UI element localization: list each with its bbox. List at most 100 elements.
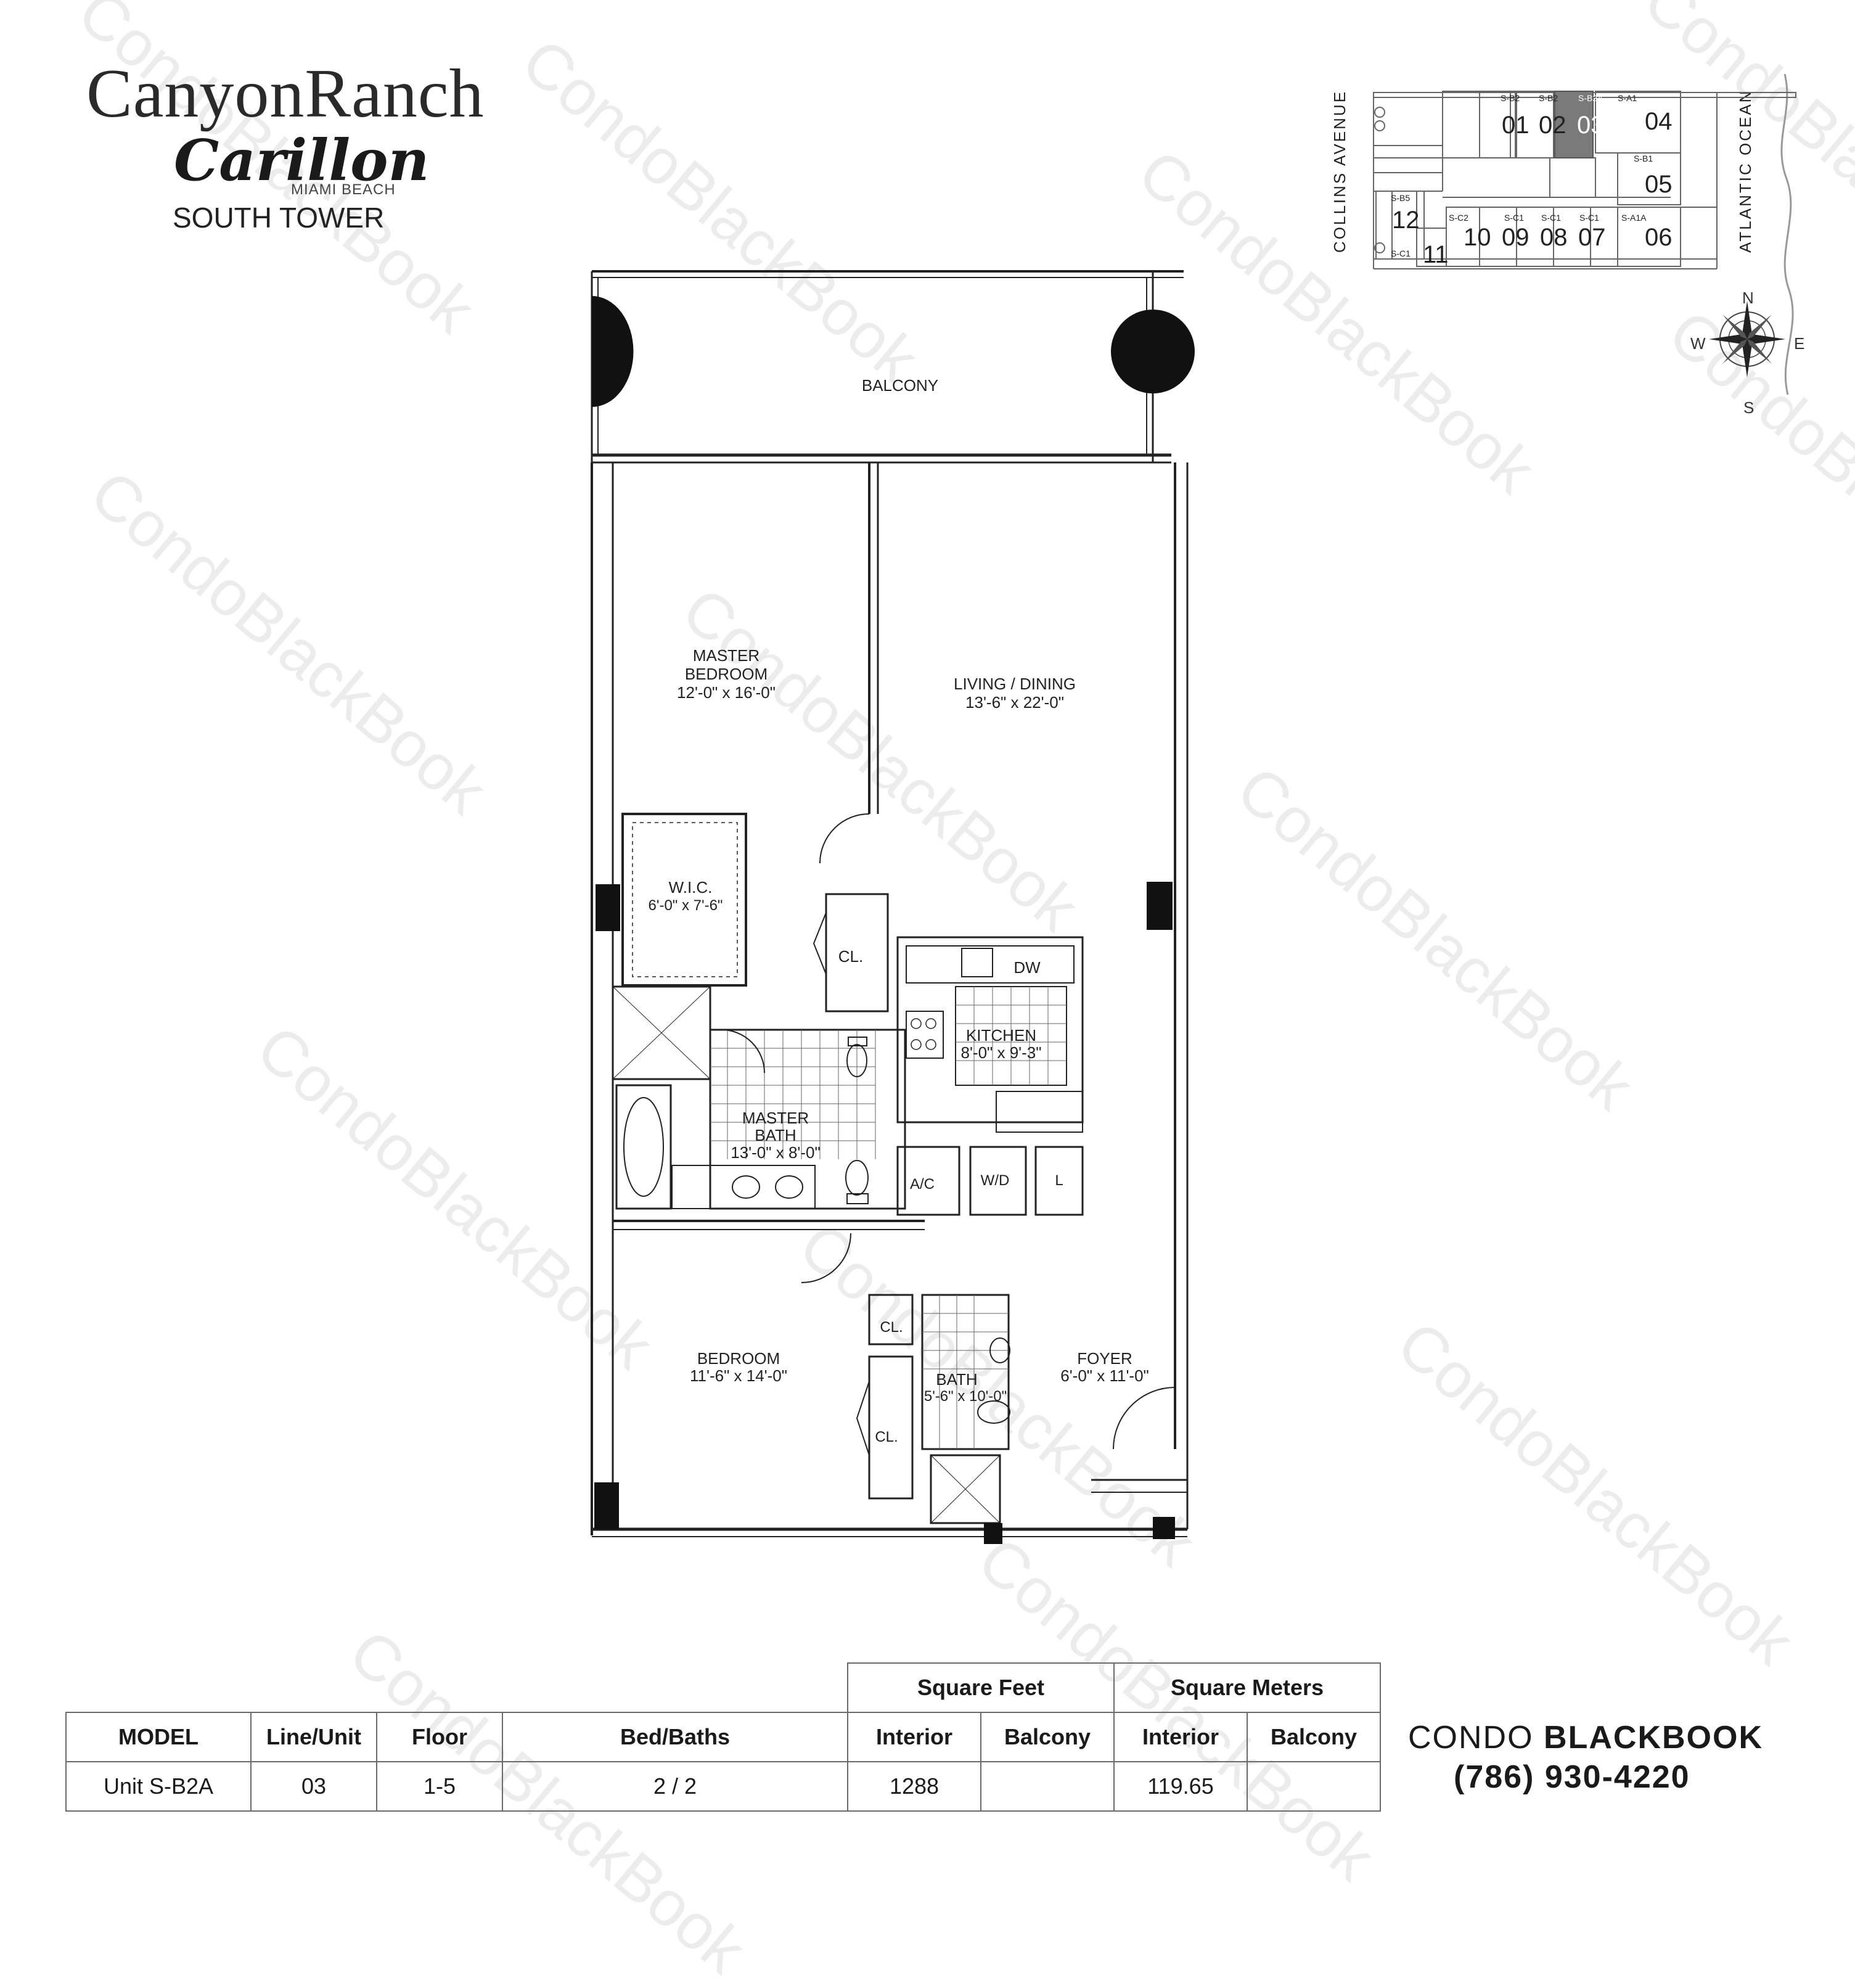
vanity [671,1165,816,1209]
unit-number: 03 [1577,112,1605,139]
room-dimensions: 6'-0" x 7'-6" [649,897,723,914]
room-label: CL. [838,947,863,966]
table-cell: 1-5 [376,1761,503,1812]
appliance-label: DW [1013,958,1041,977]
brand-location: MIAMI BEACH [291,181,396,198]
unit-number: 10 [1464,224,1491,251]
linen-closet [1034,1146,1084,1216]
kitchen-area [896,936,1084,1123]
key-plan: COLLINS AVENUE ATLANTIC OCEAN [1330,74,1804,417]
landmark-marker [1374,107,1385,118]
bath-2 [921,1294,1010,1450]
room-label: FOYER [1077,1349,1132,1368]
highlighted-unit [1554,91,1594,158]
room-label: KITCHEN [966,1026,1036,1045]
column-icon [594,1482,619,1529]
building-outline [1373,91,1796,269]
landmark-marker [1374,120,1385,131]
column-icon [592,296,634,407]
table-cell: 2 / 2 [502,1761,848,1812]
unit-code: S-B2A [1578,93,1603,103]
table-cell: Unit S-B2A [65,1761,252,1812]
unit-code: S-C2 [1449,213,1468,223]
closet-bedroom-a [868,1294,914,1345]
compass-east: E [1794,334,1804,353]
room-dimensions: 12'-0" x 16'-0" [677,683,776,702]
room-label: BALCONY [862,376,938,395]
room-label: CL. [880,1319,903,1336]
ocean-label: ATLANTIC OCEAN [1736,89,1755,253]
unit-number: 11 [1423,241,1449,268]
room-dimensions: 11'-6" x 14'-0" [690,1366,787,1385]
table-cell [1247,1761,1381,1812]
group-header-sqft: Square Feet [847,1662,1115,1713]
appliance-label: A/C [910,1176,935,1193]
unit-spec-table: Square Feet Square Meters MODEL Line/Uni… [65,1662,1381,1812]
closet-master [825,893,889,1012]
landmark-marker [1374,242,1385,253]
contact-brand-bold: BLACKBOOK [1544,1720,1763,1756]
unit-code: S-C1 [1579,213,1599,223]
room-dimensions: 6'-0" x 11'-0" [1060,1366,1149,1385]
room-label: BEDROOM [697,1349,780,1368]
group-header-sqm: Square Meters [1113,1662,1381,1713]
toilet-icon [846,1044,867,1077]
contact-phone[interactable]: (786) 930-4220 [1454,1759,1690,1795]
unit-number: 04 [1645,108,1673,135]
door-swing [801,1233,851,1283]
watermark-text: CondoBlackBook [76,456,500,828]
column-icon [1147,882,1173,930]
appliance-label: L [1055,1172,1063,1189]
watermark-text: CondoBlackBook [1223,752,1647,1124]
door-swing [819,813,870,864]
unit-code: S-C1 [1541,213,1561,223]
sink-icon [989,1337,1010,1363]
room-dimensions: 13'-6" x 22'-0" [965,693,1064,712]
column-header: Interior [1113,1712,1248,1762]
unit-code: S-B5 [1391,193,1410,203]
table-cell: 1288 [847,1761,981,1812]
cooktop-icon [906,1011,944,1059]
column-header: Balcony [980,1712,1115,1762]
ac-closet [896,1146,960,1216]
column-header: Floor [376,1712,503,1762]
column-header: Interior [847,1712,981,1762]
unit-code: S-B2 [1501,93,1520,103]
unit-code: S-A1 [1618,93,1637,103]
unit-number: 12 [1392,207,1420,234]
brand-logo-script: Carillon [174,127,430,194]
compass-south: S [1743,398,1754,417]
appliance-label: W/D [981,1172,1010,1189]
table-cell: 03 [250,1761,377,1812]
compass-rose-icon [1709,301,1785,377]
contact-brand-light: CONDO [1408,1720,1534,1756]
toilet-icon [977,1400,1010,1424]
unit-number: 08 [1540,224,1568,251]
floor-plan: BALCONY MASTER BEDROOM 12'-0" x 16'-0" L… [591,270,1195,1544]
unit-code: S-A1A [1621,213,1647,223]
toilet-icon [845,1160,869,1196]
room-label: W.I.C. [669,878,713,897]
room-dimensions: 8'-0" x 9'-3" [961,1043,1042,1062]
column-header: MODEL [65,1712,252,1762]
column-header: Balcony [1247,1712,1381,1762]
ocean-wave [1780,74,1794,395]
unit-number: 09 [1502,224,1529,251]
unit-number: 06 [1645,224,1673,251]
unit-code: S-C1 [1391,248,1411,258]
watermark-text: CondoBlackBook [1383,1307,1807,1679]
unit-code: S-B1 [1634,154,1653,163]
column-icon [1111,310,1195,393]
room-label: MASTER [742,1109,809,1127]
table-row: Unit S-B2A 03 1-5 2 / 2 1288 119.65 [65,1761,1381,1812]
unit-number: 01 [1502,112,1529,139]
unit-number: 07 [1578,224,1606,251]
closet-bedroom-b [868,1355,914,1500]
tower-name: SOUTH TOWER [173,202,385,234]
unit-number: 02 [1539,112,1566,139]
room-label: BATH [936,1370,977,1389]
room-label: BATH [755,1126,796,1144]
room-label: MASTER [693,646,760,665]
walk-in-closet [621,813,747,987]
wd-closet [969,1146,1027,1216]
